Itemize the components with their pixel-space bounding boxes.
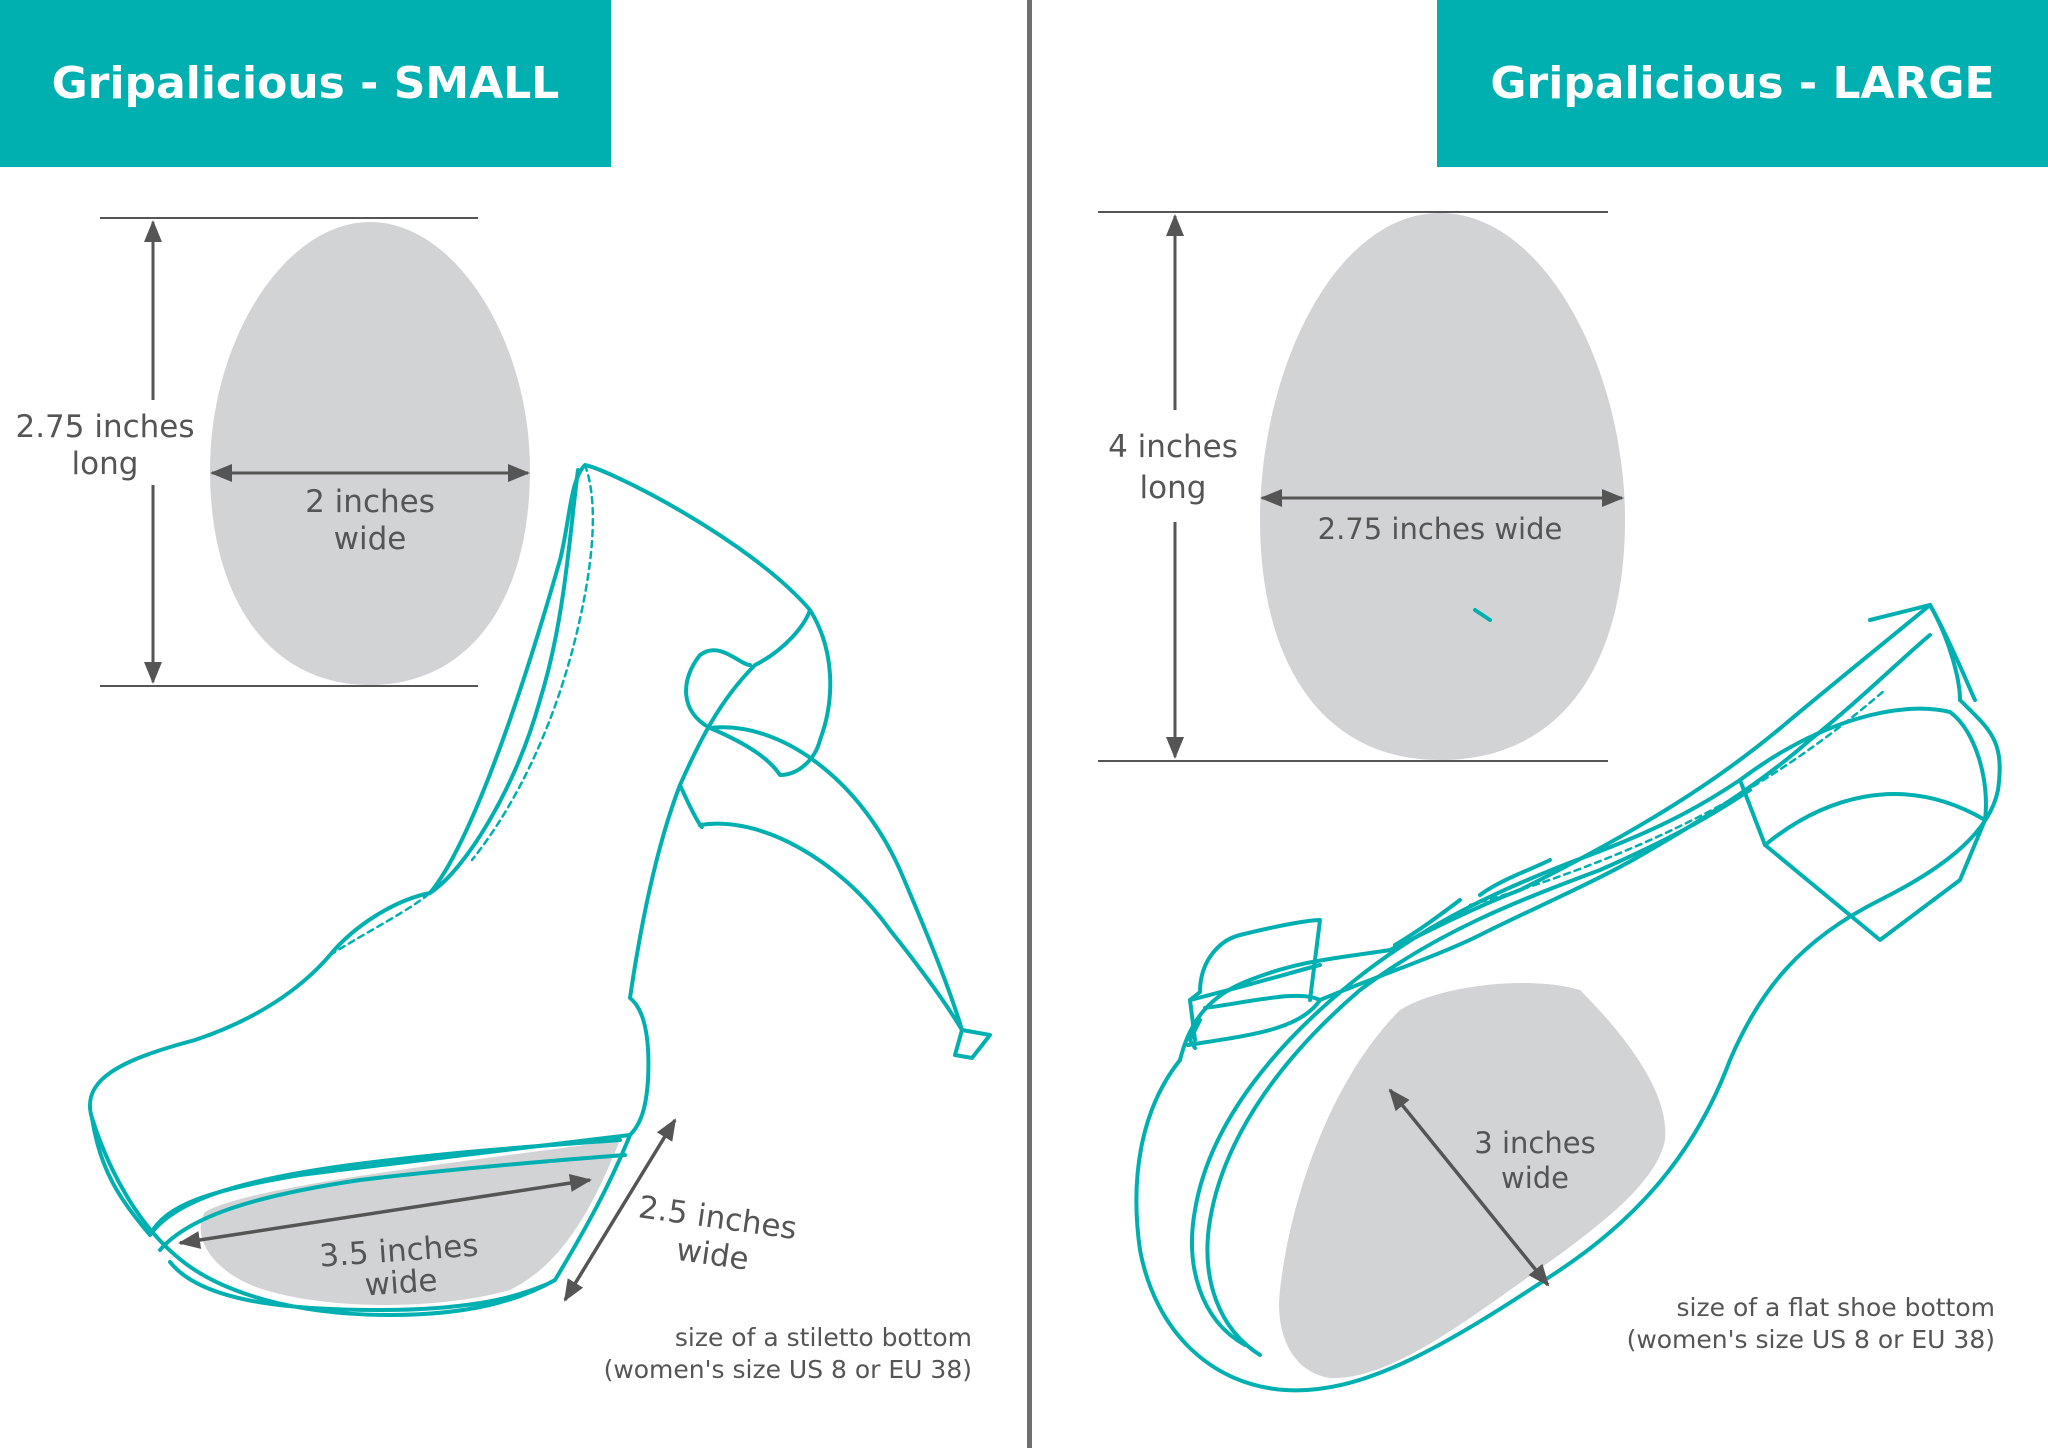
center-divider [1027, 0, 1032, 1448]
small-length-label: 2.75 inches long [15, 409, 195, 482]
title-small: Gripalicious - SMALL [51, 58, 560, 109]
stiletto-arrows [178, 1118, 677, 1302]
small-pad-group [100, 217, 530, 687]
flat-shoe-drawing [1134, 603, 2002, 1393]
stiletto-note: size of a stiletto bottom (women's size … [603, 1323, 972, 1384]
title-banner-small: Gripalicious - SMALL [0, 0, 611, 167]
flat-note: size of a flat shoe bottom (women's size… [1626, 1293, 1995, 1354]
title-banner-large: Gripalicious - LARGE [1437, 0, 2048, 167]
flat-width-arrow [1388, 1088, 1550, 1287]
large-pad [1260, 213, 1625, 760]
sole-length-arrow [178, 1174, 592, 1249]
small-pad [210, 222, 530, 685]
small-width-label: 2 inches wide [305, 484, 435, 557]
flat-width-label: 3 inches wide [1474, 1126, 1596, 1195]
sole-width-arrow [563, 1118, 677, 1302]
large-pad-group [1098, 211, 1625, 762]
large-length-label: 4 inches long [1108, 429, 1238, 506]
title-large: Gripalicious - LARGE [1490, 58, 1995, 109]
large-width-label: 2.75 inches wide [1317, 512, 1563, 546]
